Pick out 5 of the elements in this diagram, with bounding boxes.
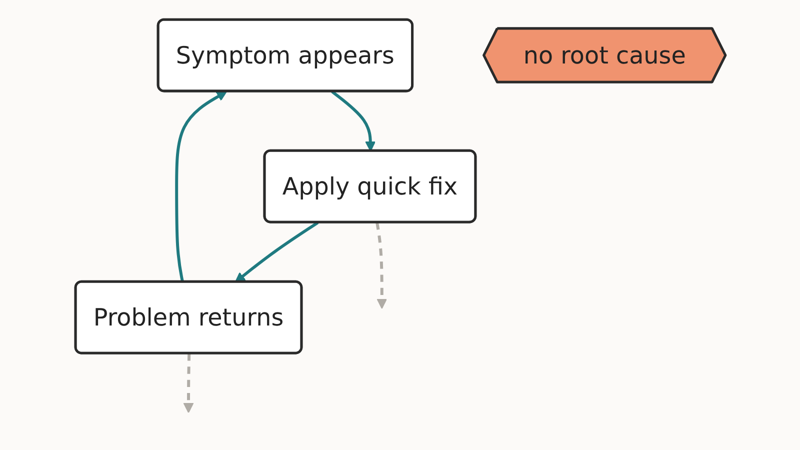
arrow [234, 221, 318, 283]
arrow [330, 90, 376, 152]
arrow [375, 222, 387, 309]
arrow [174, 91, 227, 282]
arrow [182, 354, 194, 414]
